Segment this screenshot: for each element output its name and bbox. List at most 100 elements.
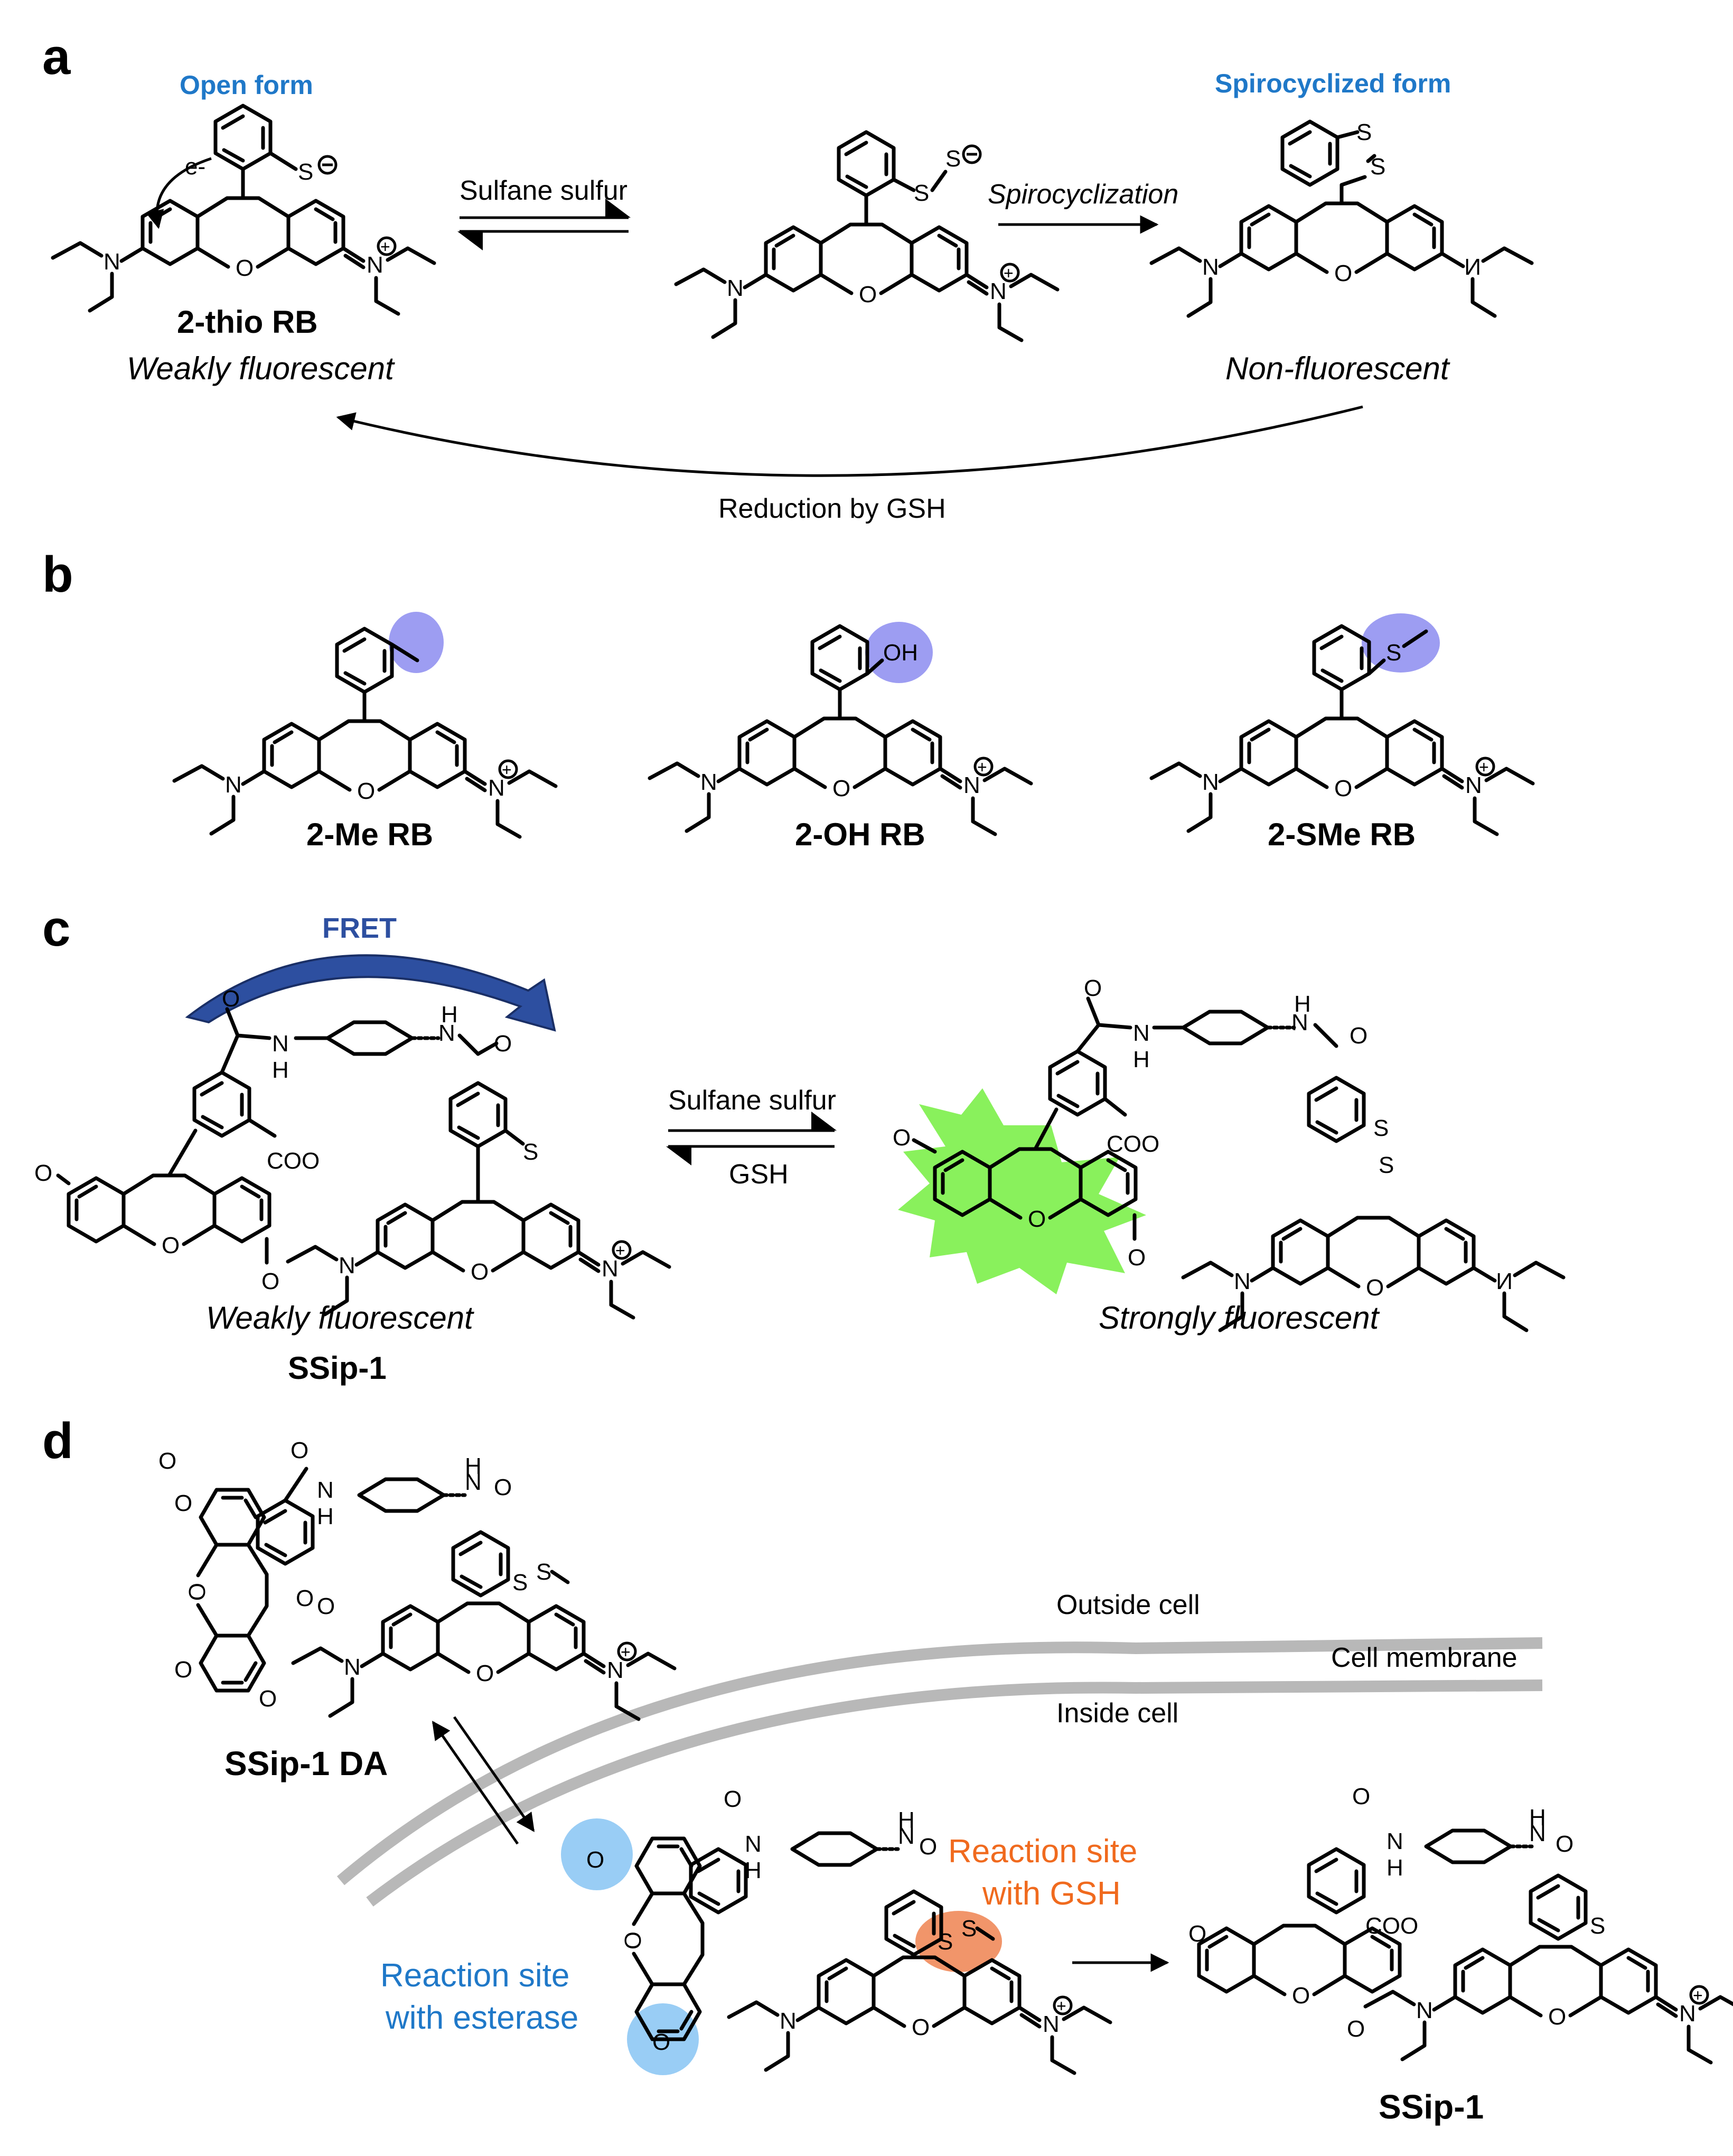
s-label: S <box>1386 640 1401 666</box>
electron-label: e- <box>185 154 205 180</box>
svg-text:O: O <box>1350 1023 1367 1049</box>
svg-text:S: S <box>938 1929 953 1955</box>
gsh-site-line2: with GSH <box>982 1875 1121 1912</box>
svg-text:O: O <box>1352 1784 1370 1809</box>
arrow-label-spiro: Spirocyclization <box>988 179 1178 210</box>
compound-label-2-sme-rb: 2-SMe RB <box>1268 817 1416 852</box>
svg-text:N: N <box>438 1020 455 1046</box>
svg-text:O: O <box>724 1786 742 1812</box>
svg-text:N: N <box>745 1831 762 1857</box>
svg-text:N: N <box>465 1469 482 1495</box>
spirocyclization-arrow: Spirocyclization <box>988 179 1178 234</box>
svg-text:O: O <box>586 1847 604 1873</box>
compound-label-2-oh-rb: 2-OH RB <box>795 817 925 852</box>
svg-text:O: O <box>174 1657 192 1683</box>
arrow-label-sulfane-c: Sulfane sulfur <box>668 1085 836 1116</box>
arrow-label-sulfane: Sulfane sulfur <box>460 175 627 206</box>
arrow-label-reduction: Reduction by GSH <box>718 493 946 524</box>
svg-text:O: O <box>1084 975 1102 1001</box>
outside-cell-label: Outside cell <box>1056 1590 1200 1620</box>
fret-label: FRET <box>322 912 397 944</box>
svg-text:O: O <box>494 1474 512 1500</box>
svg-text:N: N <box>317 1477 334 1503</box>
svg-text:H: H <box>1387 1855 1403 1881</box>
compound-2-thio-rb: 2-thio RB <box>177 304 318 340</box>
svg-text:O: O <box>158 1448 176 1474</box>
compound-label-ssip-1-final: SSip-1 <box>1379 2088 1484 2126</box>
svg-text:O: O <box>1128 1245 1146 1271</box>
molecule-2-oh-rb: OH <box>650 622 1031 834</box>
svg-text:N: N <box>1291 1010 1308 1035</box>
cell-membrane <box>336 1637 1543 1907</box>
svg-text:O: O <box>259 1686 277 1712</box>
panel-label-a: a <box>42 29 71 85</box>
highlight-hydroxyl <box>865 622 933 683</box>
arrow-label-gsh-c: GSH <box>729 1159 789 1190</box>
svg-text:O: O <box>893 1125 911 1151</box>
molecule-ssip-1-da: O N H N H O S S O O O O O O <box>158 1438 675 1719</box>
panel-label-c: c <box>42 900 70 957</box>
svg-text:S: S <box>1373 1115 1389 1141</box>
svg-text:H: H <box>441 1002 458 1028</box>
svg-text:N: N <box>1529 1821 1546 1846</box>
svg-text:S: S <box>961 1916 977 1942</box>
compound-label-ssip-1-c: SSip-1 <box>288 1350 387 1386</box>
molecule-2-me-rb <box>174 612 556 837</box>
molecule-intermediate: O N H N H O S S O O <box>561 1786 1110 2075</box>
molecule-persulfide: S S <box>676 132 1057 340</box>
svg-text:O: O <box>1188 1921 1206 1947</box>
svg-text:H: H <box>745 1858 762 1883</box>
panel-a: a Open form Spirocyclized form S e- 2-th… <box>42 29 1532 524</box>
svg-text:S: S <box>298 159 313 185</box>
svg-text:H: H <box>465 1453 482 1479</box>
molecule-ssip-1-final: O O COO O N H N H O S <box>1188 1784 1733 2062</box>
svg-text:O: O <box>296 1585 314 1611</box>
panel-label-d: d <box>42 1413 73 1469</box>
molecule-2-thio-rb: S e- <box>53 106 434 314</box>
molecule-2-sme-rb: S <box>1151 613 1533 834</box>
svg-text:H: H <box>317 1504 334 1529</box>
strongly-fluorescent-c: Strongly fluorescent <box>1099 1300 1380 1336</box>
svg-text:N: N <box>898 1823 915 1849</box>
svg-text:O: O <box>261 1268 279 1294</box>
compound-label-ssip-1-da: SSip-1 DA <box>224 1744 388 1782</box>
inside-cell-label: Inside cell <box>1056 1698 1178 1729</box>
svg-text:S: S <box>1590 1913 1605 1939</box>
svg-text:S: S <box>1356 119 1372 145</box>
membrane-transport-arrow <box>432 1716 535 1845</box>
equilibrium-arrow-c: Sulfane sulfur GSH <box>666 1085 837 1190</box>
equilibrium-arrow-a: Sulfane sulfur <box>457 175 631 250</box>
panel-label-b: b <box>42 546 73 603</box>
reduction-arrow <box>336 405 1363 477</box>
svg-text:N: N <box>272 1031 289 1057</box>
svg-text:O: O <box>291 1438 308 1463</box>
fret-arrow: FRET <box>185 912 556 1032</box>
spiro-form-heading: Spirocyclized form <box>1215 69 1451 98</box>
panel-b: b 2-Me RB OH 2-OH RB <box>42 546 1533 852</box>
svg-text:O: O <box>317 1593 335 1619</box>
molecule-spirocyclized: S S <box>1151 119 1532 316</box>
svg-text:O: O <box>1556 1831 1573 1857</box>
molecule-ssip-1-right: O O COO O N H N H O S S <box>893 975 1563 1330</box>
svg-text:H: H <box>1294 991 1311 1017</box>
highlight-methyl <box>389 612 444 673</box>
carboxylate-left: COO <box>267 1148 320 1174</box>
svg-text:O: O <box>919 1834 937 1860</box>
svg-text:S: S <box>523 1139 538 1165</box>
gsh-site-line1: Reaction site <box>948 1833 1137 1870</box>
svg-text:H: H <box>898 1807 915 1833</box>
highlight-esterase-top <box>561 1818 633 1890</box>
svg-text:S: S <box>945 146 961 172</box>
fluorescence-burst <box>898 1088 1146 1294</box>
svg-text:S: S <box>1379 1152 1394 1178</box>
esterase-site-line1: Reaction site <box>380 1957 569 1994</box>
non-fluorescent-a: Non-fluorescent <box>1225 351 1450 386</box>
svg-text:O: O <box>174 1490 192 1516</box>
svg-text:S: S <box>512 1570 528 1595</box>
svg-text:N: N <box>1133 1020 1150 1046</box>
svg-text:O: O <box>494 1031 512 1057</box>
esterase-site-line2: with esterase <box>385 2000 578 2036</box>
svg-text:O: O <box>1347 2016 1365 2042</box>
weakly-fluorescent-c: Weakly fluorescent <box>206 1300 474 1336</box>
svg-text:H: H <box>272 1057 289 1083</box>
